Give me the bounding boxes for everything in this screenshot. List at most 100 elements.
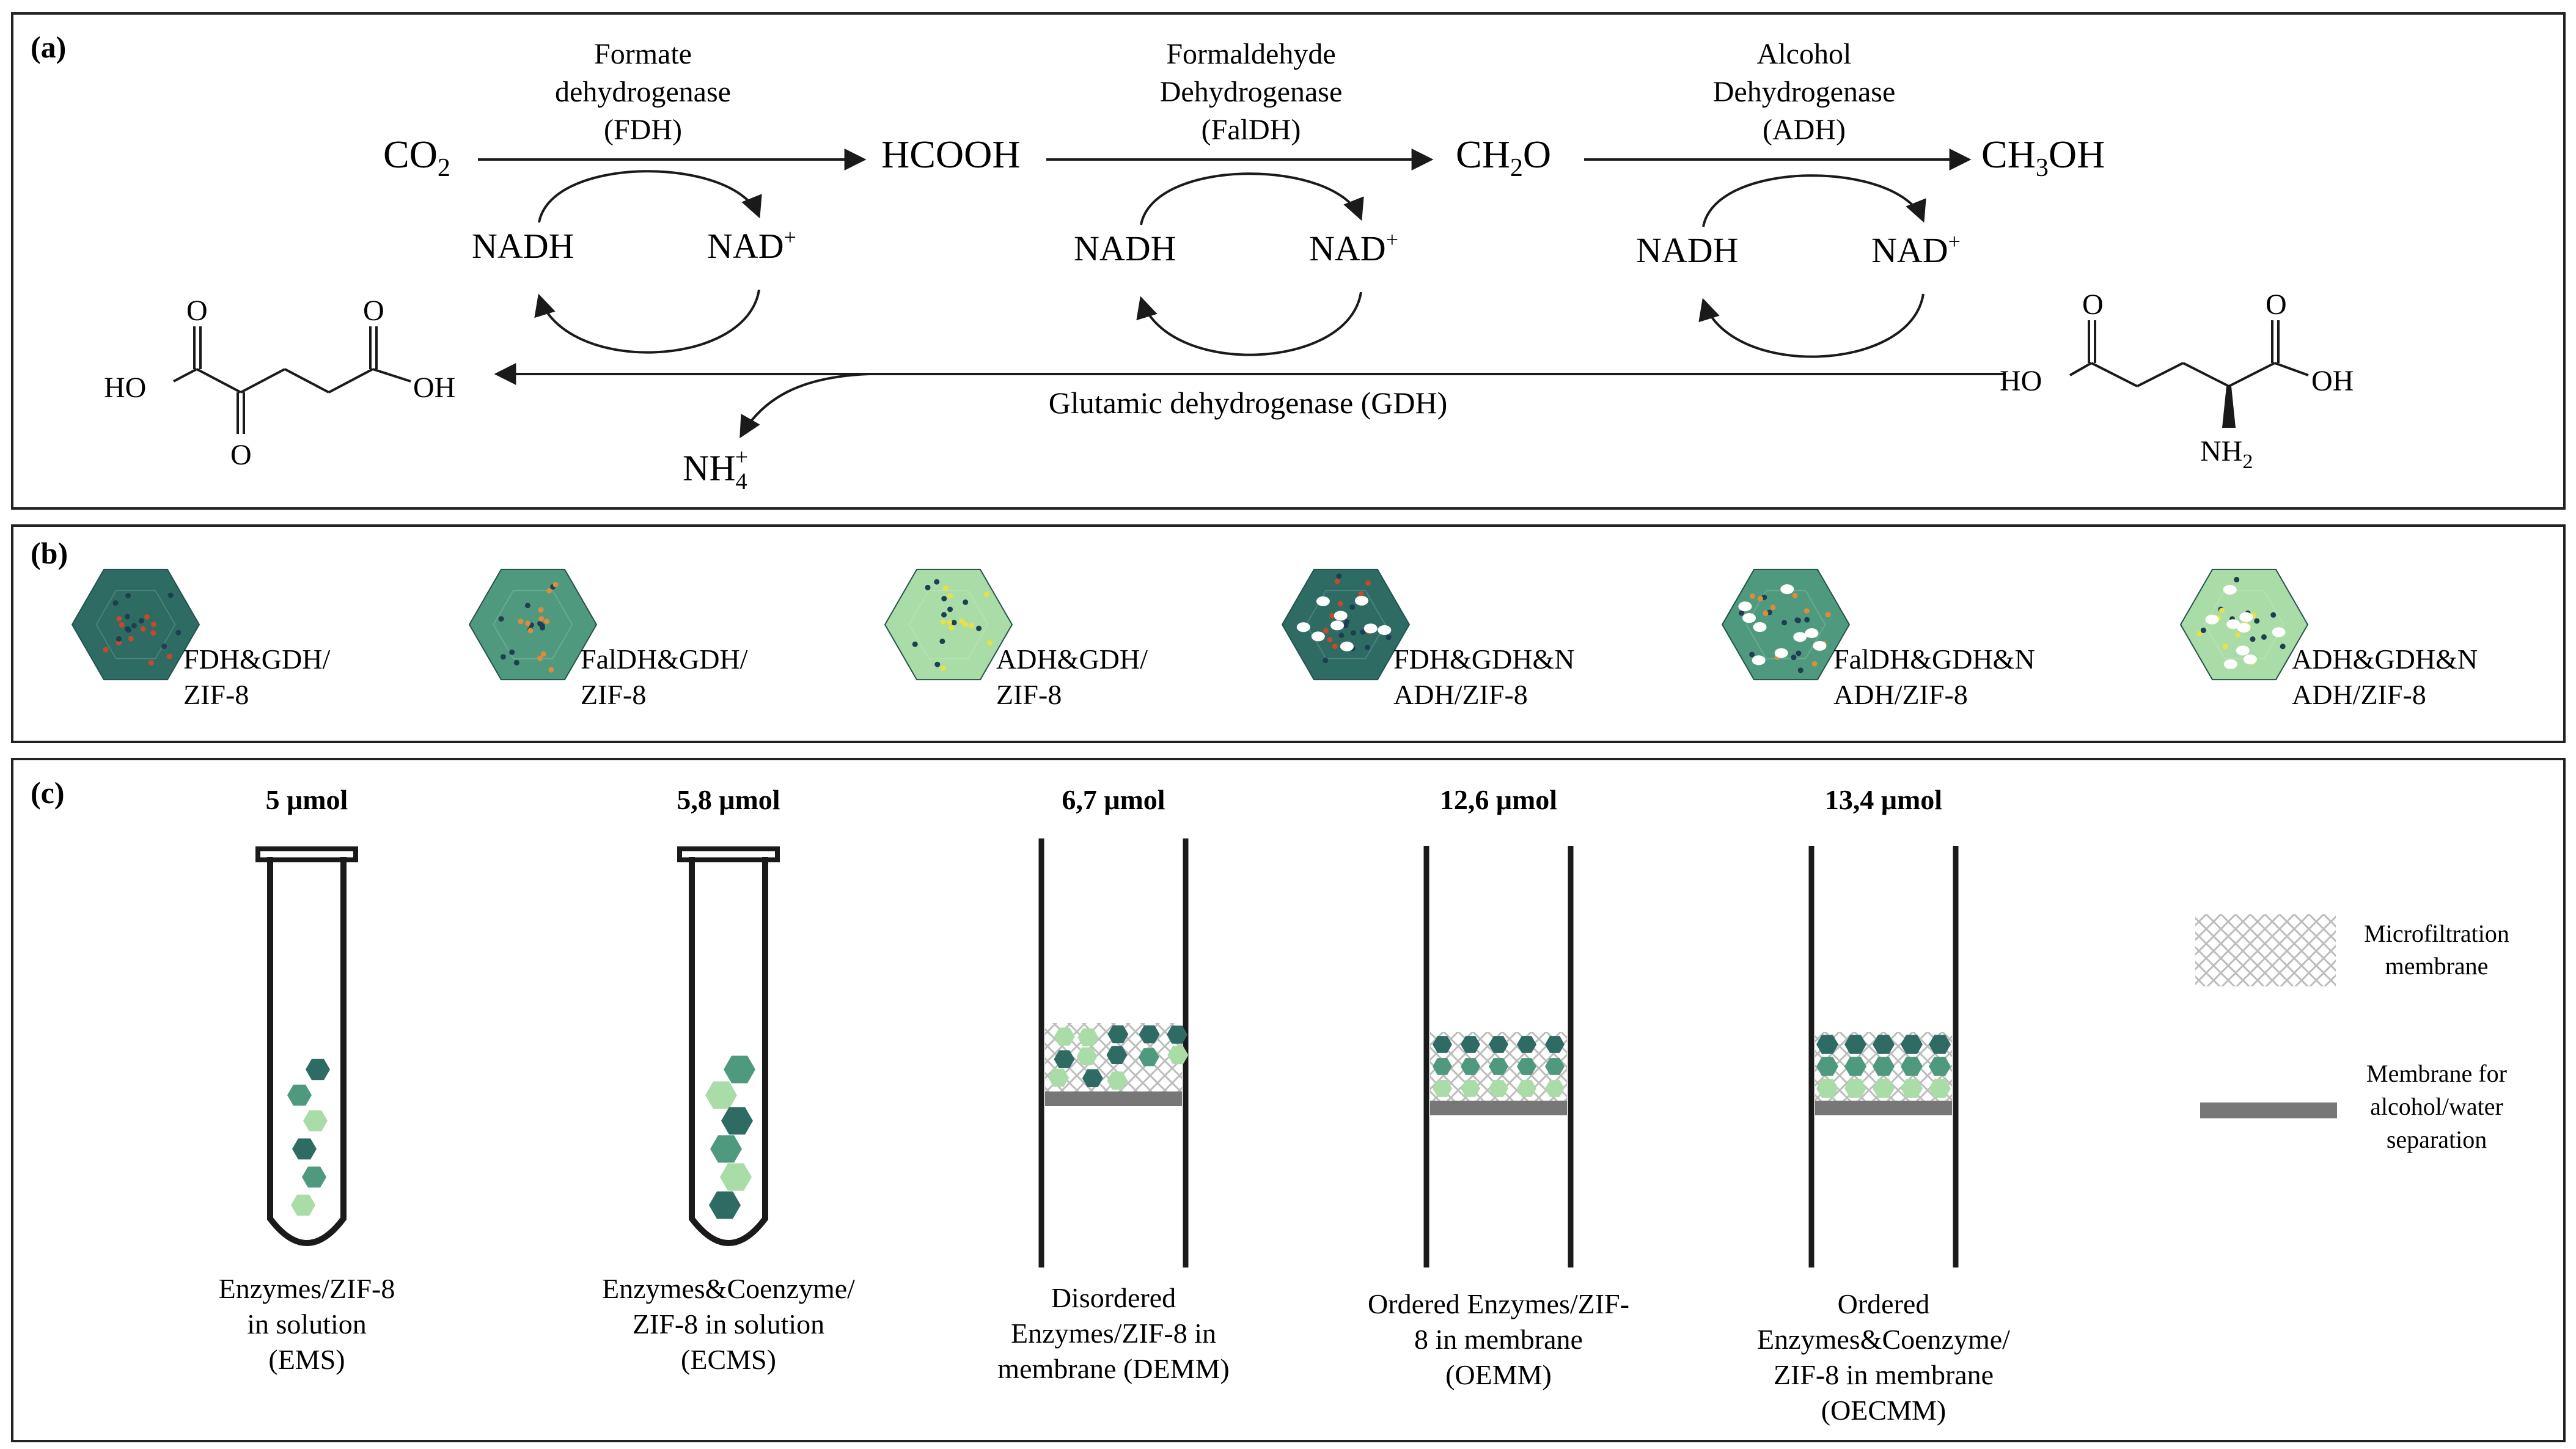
zif8-particle: [1082, 1069, 1103, 1087]
particle-3: ADH&GDH/ZIF-8: [884, 568, 1148, 710]
enzyme-dot: [983, 592, 989, 598]
zif8-particle: [1517, 1080, 1536, 1097]
enzyme-dot: [1825, 612, 1831, 618]
enzyme-dot: [947, 606, 953, 612]
enzyme-dot: [934, 579, 940, 585]
zif8-particle: [710, 1135, 742, 1163]
zif8-particle: [1054, 1050, 1075, 1068]
enzyme-dot: [125, 614, 131, 620]
enzyme-dot: [138, 618, 144, 624]
enzyme-dot: [546, 588, 552, 594]
enzyme-dot: [976, 625, 982, 631]
coenzyme-dot: [2237, 623, 2251, 633]
particle-4: FDH&GDH&NADH/ZIF-8: [1281, 568, 1574, 710]
particle-2: FalDH&GDH/ZIF-8: [468, 568, 748, 710]
zif8-particle: [1167, 1046, 1189, 1065]
enzyme-dot: [1770, 604, 1776, 611]
enzyme-dot: [1329, 612, 1335, 618]
zif8-particle: [1433, 1058, 1452, 1075]
enzyme-dot: [951, 620, 957, 626]
zif8-particle: [306, 1058, 330, 1080]
svg-text:O: O: [186, 295, 208, 327]
zif8-particle: [303, 1110, 328, 1132]
test-tube: [267, 857, 347, 1246]
fdh-label-2: dehydrogenase: [555, 76, 731, 108]
caption-line: Ordered: [1838, 1288, 1930, 1319]
particle-label-line2: ADH/ZIF-8: [1393, 679, 1528, 710]
enzyme-dot: [962, 622, 968, 628]
coenzyme-dot: [1774, 648, 1788, 658]
caption-line: 8 in membrane: [1414, 1324, 1583, 1355]
zif8-particle: [1167, 1025, 1187, 1044]
zif8-particle: [1545, 1058, 1565, 1075]
zif8-particle: [291, 1194, 315, 1216]
zif8-particle: [1054, 1027, 1075, 1046]
coenzyme-dot: [2272, 627, 2286, 637]
enzyme-dot: [2196, 631, 2203, 637]
adh-label-1: Alcohol: [1757, 38, 1852, 70]
zif8-particle: [1844, 1057, 1866, 1076]
svg-text:O: O: [2266, 288, 2287, 321]
zif8-particle: [1106, 1046, 1128, 1064]
particle-label-line1: ADH&GDH/: [996, 644, 1148, 675]
zif8-particle: [1139, 1025, 1160, 1044]
separation-membrane: [1430, 1101, 1567, 1115]
caption-line: Enzymes&Coenzyme/: [1757, 1324, 2010, 1355]
svg-text:NH2: NH2: [2200, 435, 2253, 473]
enzyme-dot: [552, 582, 559, 588]
hcooh-label: HCOOH: [881, 133, 1021, 176]
coenzyme-dot: [1340, 641, 1354, 651]
enzyme-dot: [1344, 618, 1350, 625]
legend-separation-1: Membrane for: [2366, 1060, 2507, 1087]
cycle-3-bottom: [1698, 293, 1925, 358]
enzyme-dot: [1360, 629, 1366, 635]
enzyme-dot: [500, 654, 506, 660]
legend-separation-swatch: [2200, 1102, 2337, 1118]
enzyme-dot: [140, 626, 146, 632]
enzyme-dot: [1811, 661, 1818, 667]
particle-label-line1: ADH&GDH&N: [2292, 644, 2478, 675]
particle-label-line1: FDH&GDH/: [183, 644, 330, 675]
cycle-2-top: [1140, 172, 1364, 226]
enzyme-dot: [1336, 573, 1342, 579]
enzyme-dot: [540, 651, 546, 657]
ch3oh-label: CH3OH: [1981, 133, 2105, 182]
enzyme-dot: [939, 638, 945, 644]
enzyme-dot: [131, 623, 137, 629]
enzyme-dot: [1796, 617, 1802, 623]
amount-label: 5,8 μmol: [677, 784, 780, 815]
enzyme-dot: [1334, 578, 1340, 584]
enzyme-dot: [161, 644, 167, 650]
test-tube-rim: [677, 846, 780, 862]
zif8-particle: [1489, 1036, 1508, 1053]
enzyme-dot: [125, 626, 131, 632]
alpha-ketoglutarate-structure: O O O HO OH: [104, 295, 455, 471]
particle-5: FalDH&GDH&NADH/ZIF-8: [1721, 568, 2035, 710]
enzyme-dot: [969, 623, 975, 629]
svg-text:HO: HO: [104, 372, 146, 404]
coenzyme-dot: [1334, 611, 1348, 621]
zif8-particle: [1929, 1035, 1951, 1054]
zif8-particle: [1048, 1068, 1070, 1087]
enzyme-dot: [2250, 636, 2256, 642]
enzyme-dot: [1804, 617, 1810, 623]
enzyme-dot: [128, 636, 134, 642]
zif8-particle: [1107, 1071, 1128, 1090]
enzyme-dot: [1782, 620, 1788, 626]
enzyme-dot: [2222, 644, 2228, 650]
faldh-label-3: (FalDH): [1202, 114, 1301, 146]
coenzyme-dot: [2205, 614, 2219, 625]
enzyme-dot: [1749, 593, 1755, 600]
enzyme-dot: [525, 620, 531, 626]
enzyme-dot: [1365, 580, 1371, 586]
enzyme-dot: [940, 665, 946, 671]
gdh-label: Glutamic dehydrogenase (GDH): [1049, 386, 1448, 420]
zif8-particle: [1138, 1048, 1159, 1066]
legend-microfiltration-2: membrane: [2385, 952, 2489, 980]
zif8-particle: [720, 1163, 752, 1191]
